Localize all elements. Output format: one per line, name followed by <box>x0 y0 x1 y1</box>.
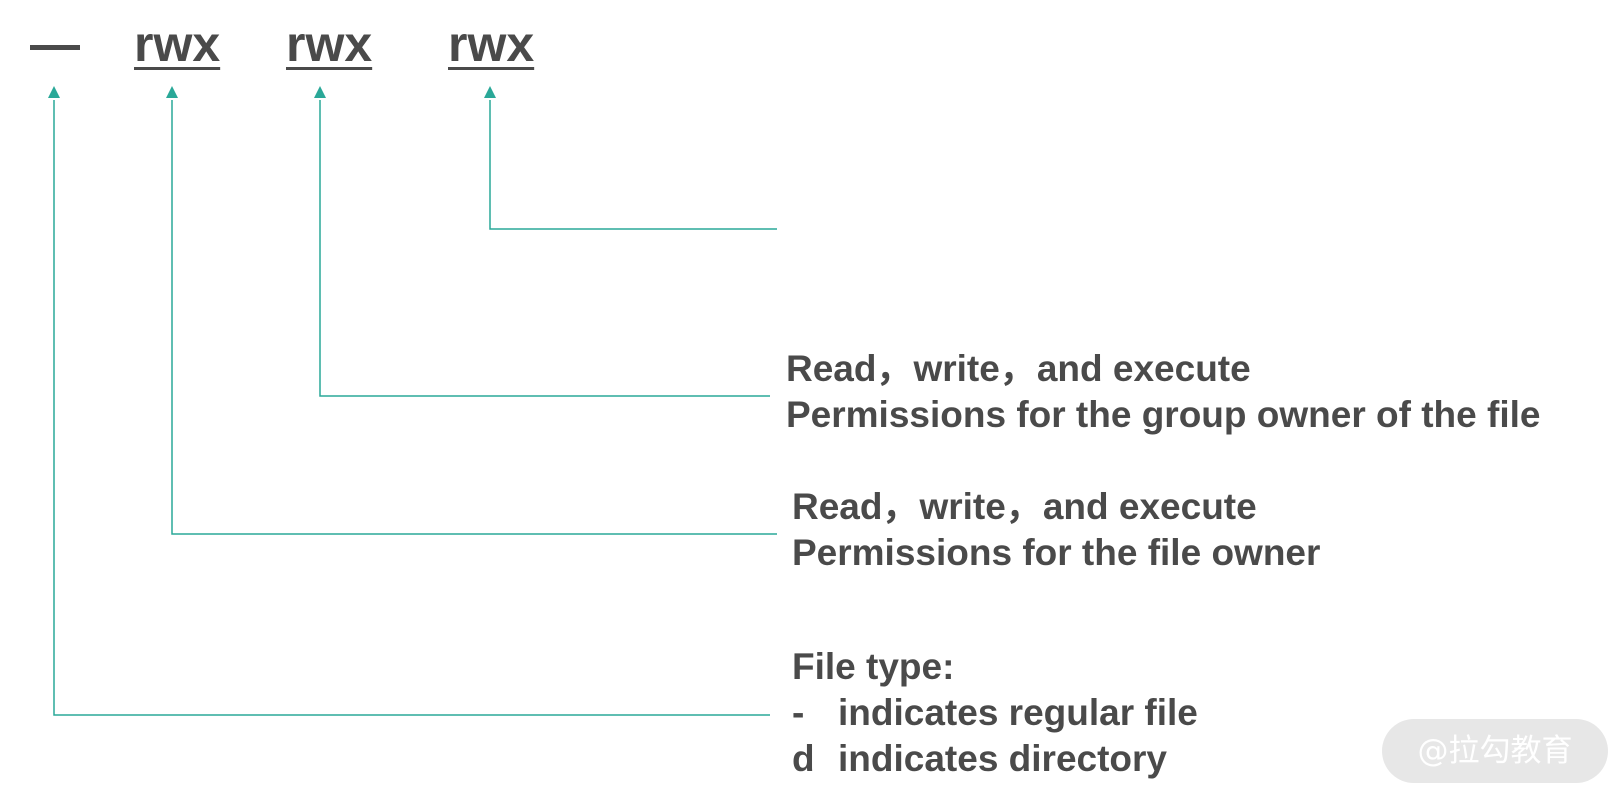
type-desc-line1: File type: <box>792 646 955 687</box>
type-desc-line3: d indicates directory <box>792 736 1198 782</box>
file-type-symbol: — <box>30 16 80 72</box>
watermark-badge: @拉勾教育 <box>1382 719 1608 783</box>
arrow-group <box>314 86 326 98</box>
connector-group <box>319 100 770 397</box>
connector-owner <box>171 100 777 535</box>
owner-permissions-symbol: rwx <box>134 16 221 72</box>
regular-file-symbol: - <box>792 692 805 733</box>
group-desc-line1: Read，write，and execute <box>786 348 1251 389</box>
group-permissions-description: Read，write，and execute Permissions for t… <box>786 346 1540 438</box>
type-desc-line2: -indicates regular file <box>792 690 1198 736</box>
directory-text: indicates directory <box>838 738 1168 779</box>
owner-desc-line2: Permissions for the file owner <box>792 532 1321 573</box>
regular-file-text: indicates regular file <box>838 692 1198 733</box>
connector-type <box>53 100 770 716</box>
group-desc-line2: Permissions for the group owner of the f… <box>786 394 1541 435</box>
arrow-other <box>484 86 496 98</box>
other-permissions-symbol: rwx <box>448 16 535 72</box>
group-permissions-symbol: rwx <box>286 16 373 72</box>
arrow-owner <box>166 86 178 98</box>
owner-desc-line1: Read，write，and execute <box>792 486 1257 527</box>
directory-symbol: d <box>792 738 815 779</box>
owner-permissions-description: Read，write，and execute Permissions for t… <box>792 484 1320 576</box>
connector-other <box>489 100 777 230</box>
arrow-type <box>48 86 60 98</box>
